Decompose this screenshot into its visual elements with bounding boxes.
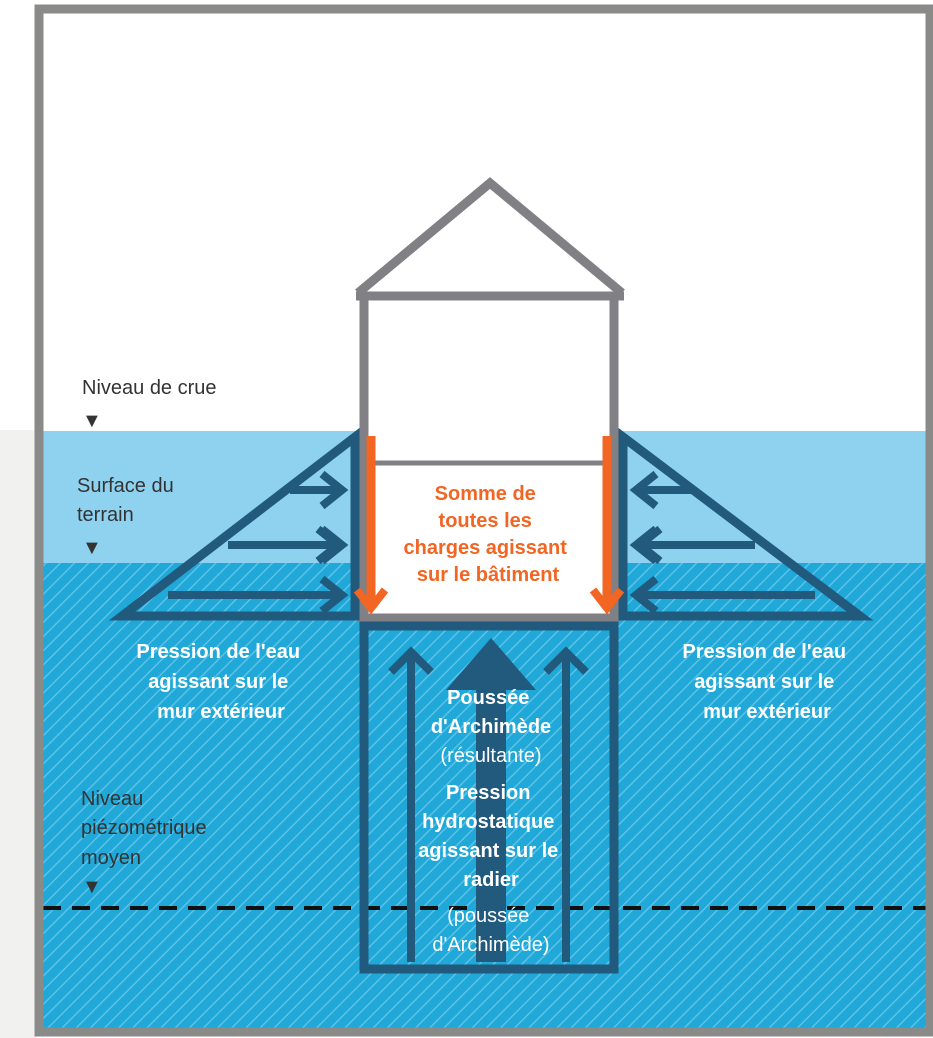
- groundwater-level-label: Niveau piézométrique moyen: [81, 788, 212, 869]
- hydrostatic-note: (poussée d'Archimède): [432, 905, 549, 956]
- left-arrow-2: [228, 525, 349, 565]
- load-arrow-left: [353, 436, 389, 615]
- buoyancy-arrow-right: [543, 646, 589, 962]
- total-loads-label: Somme de toutes les charges agissant sur…: [404, 483, 573, 586]
- right-arrow-2: [629, 525, 755, 565]
- buoyancy-arrow-resultant: [446, 638, 536, 962]
- wall-pressure-right-label: Pression de l'eau agissant sur le mur ex…: [682, 641, 851, 723]
- right-pressure-triangle: [618, 427, 874, 621]
- right-arrow-3: [629, 575, 815, 615]
- right-arrow-1: [629, 470, 695, 510]
- house-roof: [355, 177, 625, 297]
- house-interior: [364, 298, 614, 618]
- wall-pressure-left-label: Pression de l'eau agissant sur le mur ex…: [136, 641, 305, 723]
- ground-surface-marker: ▼: [82, 537, 102, 559]
- left-pressure-arrows: [168, 470, 349, 615]
- groundwater-level-marker: ▼: [82, 876, 102, 898]
- buoyancy-label: Poussée d'Archimède: [431, 687, 551, 738]
- flood-level-marker: ▼: [82, 410, 102, 432]
- outer-frame: [34, 4, 933, 1037]
- left-pressure-triangle: [108, 427, 360, 621]
- load-arrow-right: [589, 436, 625, 615]
- foundation-outline: [359, 621, 619, 974]
- house-outline: [355, 177, 625, 623]
- buoyancy-arrow-left: [388, 646, 434, 962]
- left-margin-band: [0, 430, 36, 1038]
- left-arrow-3: [168, 575, 349, 615]
- buoyancy-note: (résultante): [440, 745, 541, 767]
- right-pressure-arrows: [629, 470, 815, 615]
- left-arrow-1: [290, 470, 349, 510]
- buoyancy-arrows: [388, 638, 589, 962]
- ground-surface-label: Surface du terrain: [77, 475, 179, 526]
- hydrostatic-pressure-label: Pression hydrostatique agissant sur le r…: [418, 782, 564, 891]
- load-arrows: [353, 436, 625, 615]
- flood-level-label: Niveau de crue: [82, 377, 217, 399]
